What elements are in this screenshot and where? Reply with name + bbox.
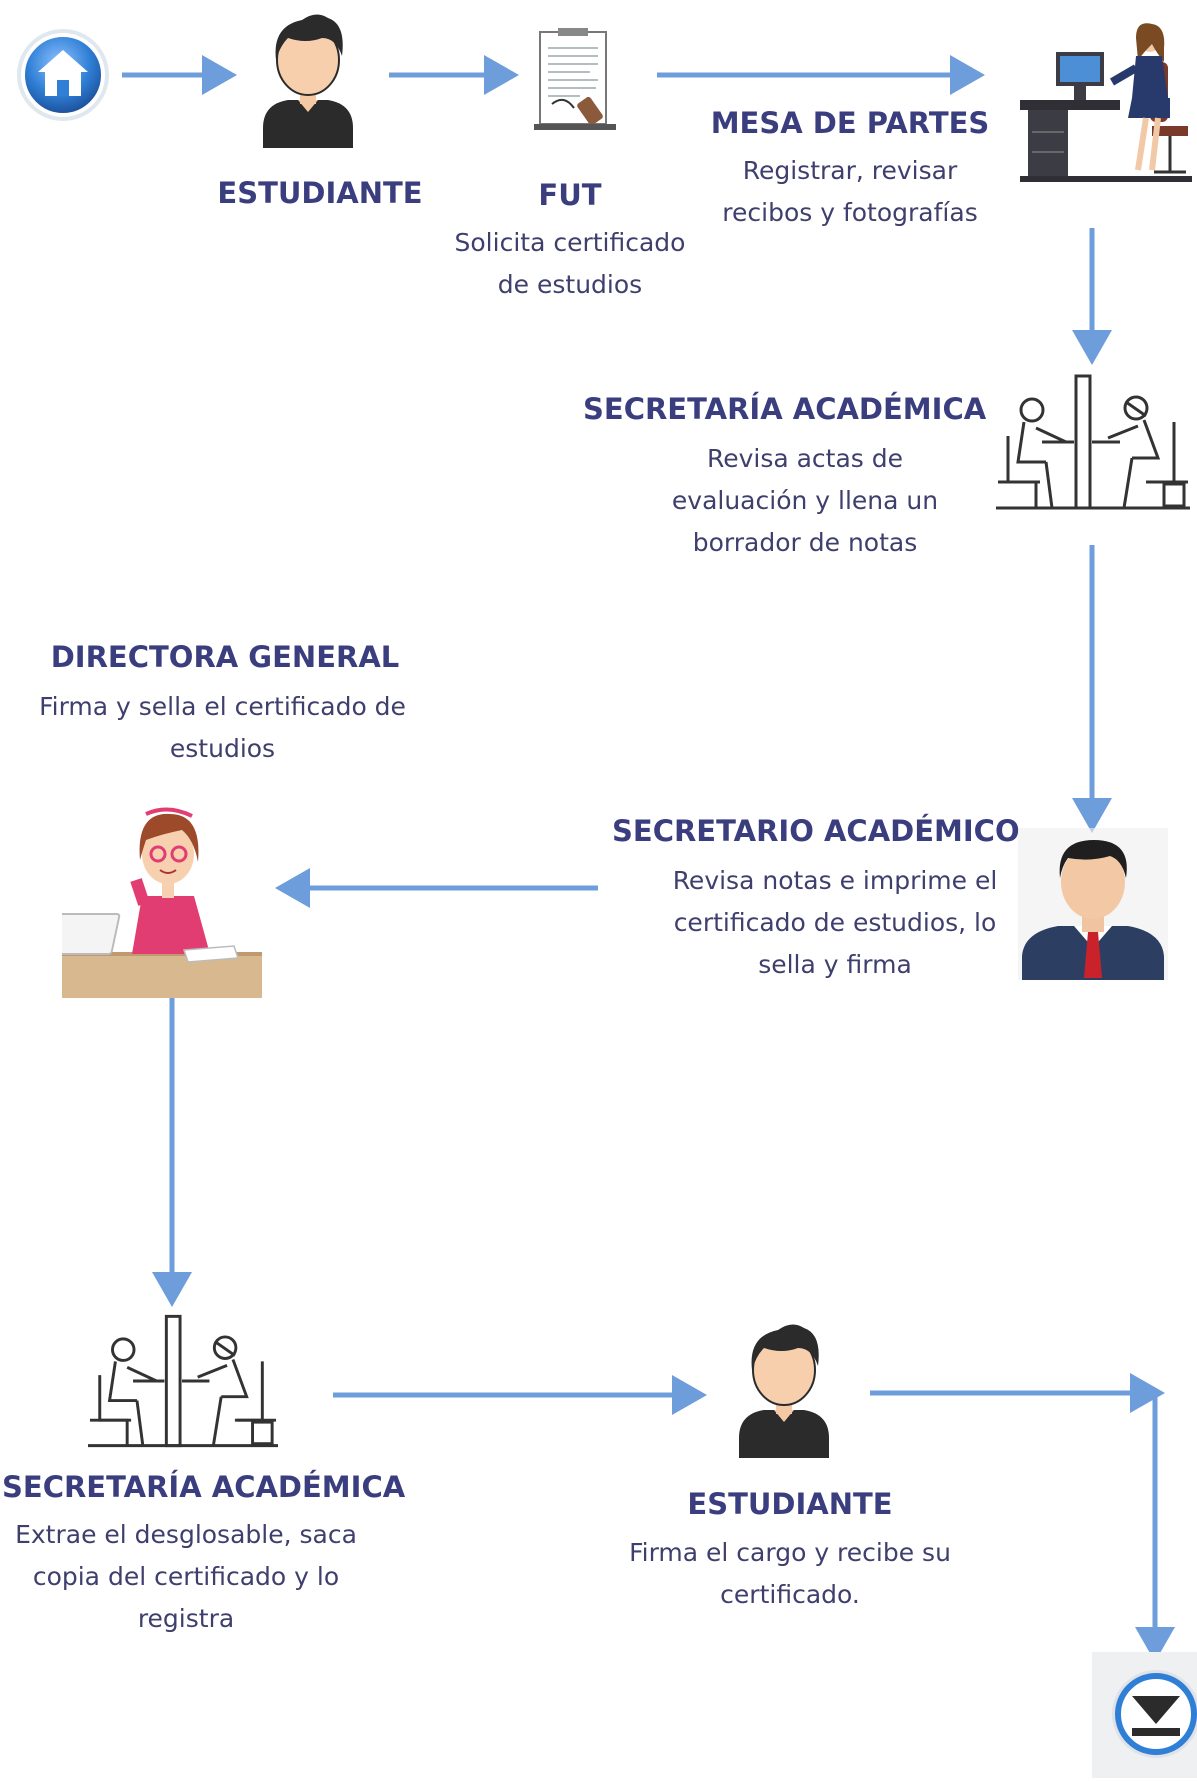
desc-line: borrador de notas [692, 528, 918, 557]
desc-line: estudios [169, 734, 276, 763]
step-title-secretaria-2: SECRETARÍA ACADÉMICA [2, 1470, 406, 1504]
desc-line: Firma el cargo y recibe su [629, 1538, 951, 1567]
desc-line: copia del certificado y lo [32, 1562, 340, 1591]
desc-line: Extrae el desglosable, saca [15, 1520, 357, 1549]
woman-at-desk-icon [48, 800, 262, 998]
desc-line: Revisa actas de [706, 444, 904, 473]
step-desc-secretaria-2: Extrae el desglosable, saca copia del ce… [10, 1514, 362, 1640]
desc-line: evaluación y llena un [671, 486, 939, 515]
step-title-directora: DIRECTORA GENERAL [50, 640, 400, 674]
office-workers-icon [996, 372, 1190, 512]
end-download-icon[interactable] [1092, 1652, 1197, 1778]
desc-line: de estudios [497, 270, 643, 299]
step-title-estudiante-1: ESTUDIANTE [217, 176, 423, 210]
desc-line: Firma y sella el certificado de [39, 692, 406, 721]
step-title-estudiante-2: ESTUDIANTE [687, 1487, 893, 1521]
step-desc-estudiante-2: Firma el cargo y recibe su certificado. [615, 1532, 965, 1616]
step-title-mesa-partes: MESA DE PARTES [710, 106, 990, 140]
step-desc-mesa-partes: Registrar, revisar recibos y fotografías [700, 150, 1000, 234]
home-icon[interactable] [8, 20, 118, 130]
arrow-student-to-end [870, 1390, 1175, 1662]
step-title-secretario: SECRETARIO ACADÉMICO [612, 814, 1020, 848]
step-desc-secretario: Revisa notas e imprime el certificado de… [640, 860, 1030, 986]
step-desc-directora: Firma y sella el certificado de estudios [20, 686, 425, 770]
desc-line: certificado. [720, 1580, 860, 1609]
office-workers-icon [88, 1312, 278, 1450]
desc-line: Revisa notas e imprime el [672, 866, 998, 895]
desc-line: registra [137, 1604, 235, 1633]
student-avatar-icon [734, 1318, 834, 1458]
form-document-icon [530, 28, 620, 133]
desc-line: Solicita certificado [454, 228, 686, 257]
desc-line: sella y firma [758, 950, 912, 979]
receptionist-desk-icon [1020, 22, 1192, 184]
desc-line: Registrar, revisar [742, 156, 958, 185]
desc-line: certificado de estudios, lo [673, 908, 997, 937]
step-title-secretaria-1: SECRETARÍA ACADÉMICA [583, 392, 987, 426]
student-avatar-icon [258, 8, 358, 148]
step-desc-fut: Solicita certificado de estudios [430, 222, 710, 306]
step-title-fut: FUT [538, 178, 602, 212]
businessman-icon [1018, 828, 1168, 980]
desc-line: recibos y fotografías [722, 198, 978, 227]
step-desc-secretaria-1: Revisa actas de evaluación y llena un bo… [620, 438, 990, 564]
